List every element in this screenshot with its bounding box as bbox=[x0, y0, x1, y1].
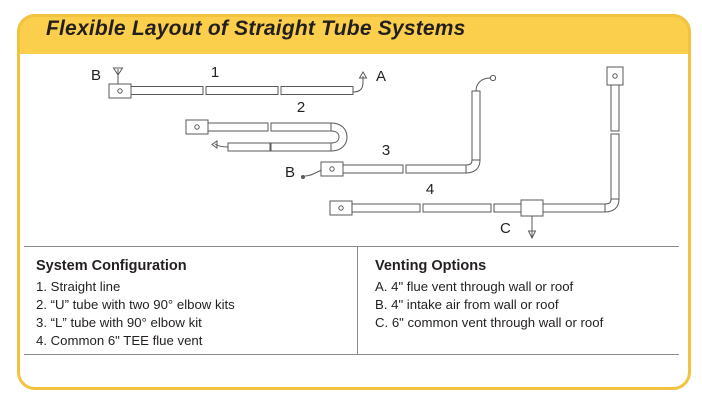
panel-divider bbox=[357, 246, 358, 354]
elbow-90-kit bbox=[604, 198, 612, 205]
callout-a-system-1: A bbox=[376, 68, 386, 85]
tube-segment-vertical bbox=[610, 133, 620, 200]
fitting-port-icon bbox=[338, 205, 344, 211]
system-3-l-tube: B 3 bbox=[285, 74, 497, 181]
elbow-90-kit bbox=[604, 198, 620, 213]
callout-b-system-1: B bbox=[91, 67, 101, 84]
common-vent-arrow-icon bbox=[527, 230, 537, 240]
tube-segment bbox=[207, 122, 269, 132]
elbow-90-kit bbox=[330, 136, 340, 144]
system-1-outlet-hook bbox=[352, 76, 364, 93]
elbow-90-kit bbox=[465, 159, 473, 166]
callout-b-system-3: B bbox=[285, 164, 295, 181]
page-title: Flexible Layout of Straight Tube Systems bbox=[46, 17, 466, 40]
list-item: A. 4" flue vent through wall or roof bbox=[375, 279, 574, 294]
elbow-90-kit bbox=[465, 159, 481, 174]
system-number-1: 1 bbox=[211, 64, 219, 81]
tube-segment bbox=[342, 164, 404, 174]
tube-segment bbox=[493, 203, 522, 213]
system-configuration-panel: System Configuration 1. Straight line 2.… bbox=[36, 257, 351, 350]
system-configuration-list: 1. Straight line 2. “U” tube with two 90… bbox=[36, 278, 351, 350]
callout-lead-dot bbox=[301, 175, 305, 179]
tube-segment bbox=[270, 122, 332, 132]
system-3-outlet-hook bbox=[475, 77, 491, 92]
tube-segment bbox=[130, 86, 204, 95]
fitting-port-icon bbox=[612, 73, 618, 79]
elbow-90-kit bbox=[330, 122, 348, 138]
outer-frame bbox=[17, 14, 691, 390]
fitting-port-icon bbox=[329, 166, 335, 172]
intake-arrow-icon bbox=[112, 67, 124, 76]
tube-segment bbox=[542, 203, 606, 213]
venting-options-list: A. 4" flue vent through wall or roof B. … bbox=[375, 278, 675, 332]
list-item: C. 6" common vent through wall or roof bbox=[375, 315, 604, 330]
tube-segment bbox=[227, 142, 271, 152]
panel-top-rule bbox=[24, 246, 679, 247]
list-item: B. 4" intake air from wall or roof bbox=[375, 297, 559, 312]
title-bar bbox=[17, 14, 691, 54]
list-item: 3. “L” tube with 90° elbow kit bbox=[36, 315, 202, 330]
tube-segment bbox=[205, 86, 279, 95]
fitting-port-icon bbox=[117, 88, 123, 94]
tube-segment bbox=[351, 203, 421, 213]
list-item: 4. Common 6" TEE flue vent bbox=[36, 333, 203, 348]
venting-options-panel: Venting Options A. 4" flue vent through … bbox=[375, 257, 675, 332]
system-2-u-tube: 2 bbox=[185, 99, 348, 152]
tube-segment bbox=[280, 86, 354, 95]
venting-options-title: Venting Options bbox=[375, 258, 487, 274]
fitting-port-icon bbox=[194, 124, 200, 130]
tee-fitting bbox=[520, 199, 544, 217]
legend-panels: System Configuration 1. Straight line 2.… bbox=[24, 246, 679, 355]
tube-segment bbox=[270, 142, 332, 152]
system-number-3: 3 bbox=[382, 142, 390, 159]
list-item: 1. Straight line bbox=[36, 279, 121, 294]
tube-segment bbox=[405, 164, 467, 174]
callout-lead-line bbox=[304, 169, 323, 177]
intake-arrow-icon bbox=[211, 140, 218, 149]
tube-systems-diagram: B 1 A bbox=[20, 56, 688, 241]
elbow-90-kit bbox=[330, 130, 340, 138]
panel-bottom-rule bbox=[24, 354, 679, 355]
tube-segment-vertical bbox=[610, 82, 620, 132]
system-4-common-tee: 4 C bbox=[329, 66, 624, 240]
callout-c-system-4: C bbox=[500, 220, 511, 237]
system-number-2: 2 bbox=[297, 99, 305, 116]
system-configuration-title: System Configuration bbox=[36, 258, 187, 274]
system-1-straight-line: B 1 A bbox=[91, 64, 386, 99]
system-number-4: 4 bbox=[426, 181, 434, 198]
tube-segment bbox=[422, 203, 492, 213]
list-item: 2. “U” tube with two 90° elbow kits bbox=[36, 297, 235, 312]
elbow-90-kit bbox=[330, 136, 348, 152]
vent-terminal-icon bbox=[489, 74, 497, 82]
tube-segment-vertical bbox=[471, 90, 481, 161]
flue-arrow-icon bbox=[358, 71, 368, 79]
system-2-return-hook bbox=[214, 143, 229, 148]
